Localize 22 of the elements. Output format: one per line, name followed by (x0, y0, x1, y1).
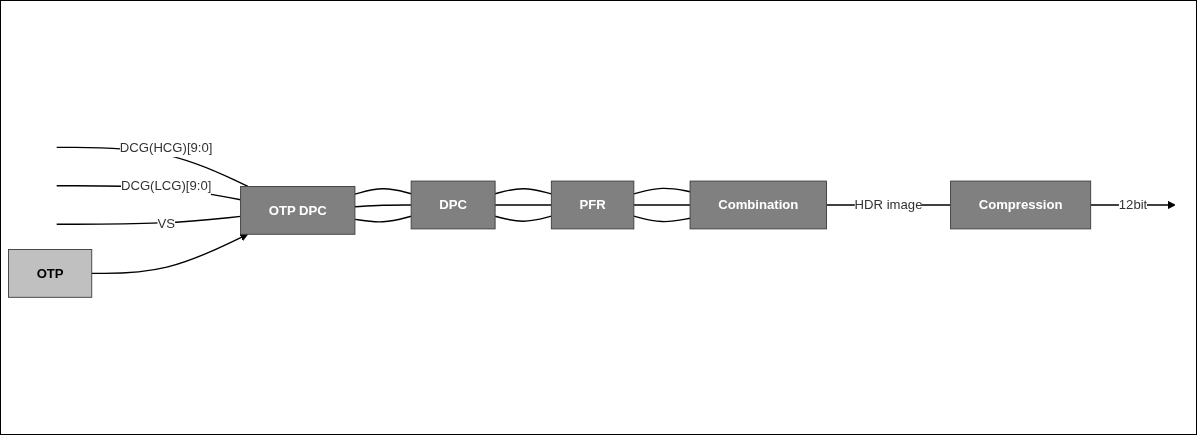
connector (633, 215, 691, 223)
node-box: OTP (8, 249, 93, 298)
edge-label: DCG(LCG)[9:0] (120, 177, 212, 193)
node-box: Compression (950, 180, 1092, 230)
connector (633, 204, 691, 206)
edge-label: 12bit (1118, 197, 1148, 213)
connector (56, 215, 242, 225)
connector (354, 188, 412, 195)
edge-label: VS (157, 216, 175, 232)
arrow (91, 233, 249, 275)
node-box: PFR (550, 180, 635, 230)
edge-label: DCG(HCG)[9:0] (119, 139, 213, 155)
node-box: DPC (410, 180, 496, 230)
connector (494, 188, 553, 195)
connector (633, 187, 691, 195)
connector (494, 215, 553, 222)
node-box: Combination (689, 180, 827, 230)
node-box: OTP DPC (240, 186, 356, 235)
connector (354, 215, 412, 223)
edge-label: HDR image (854, 197, 923, 213)
connector (494, 204, 553, 206)
connector (354, 204, 412, 208)
